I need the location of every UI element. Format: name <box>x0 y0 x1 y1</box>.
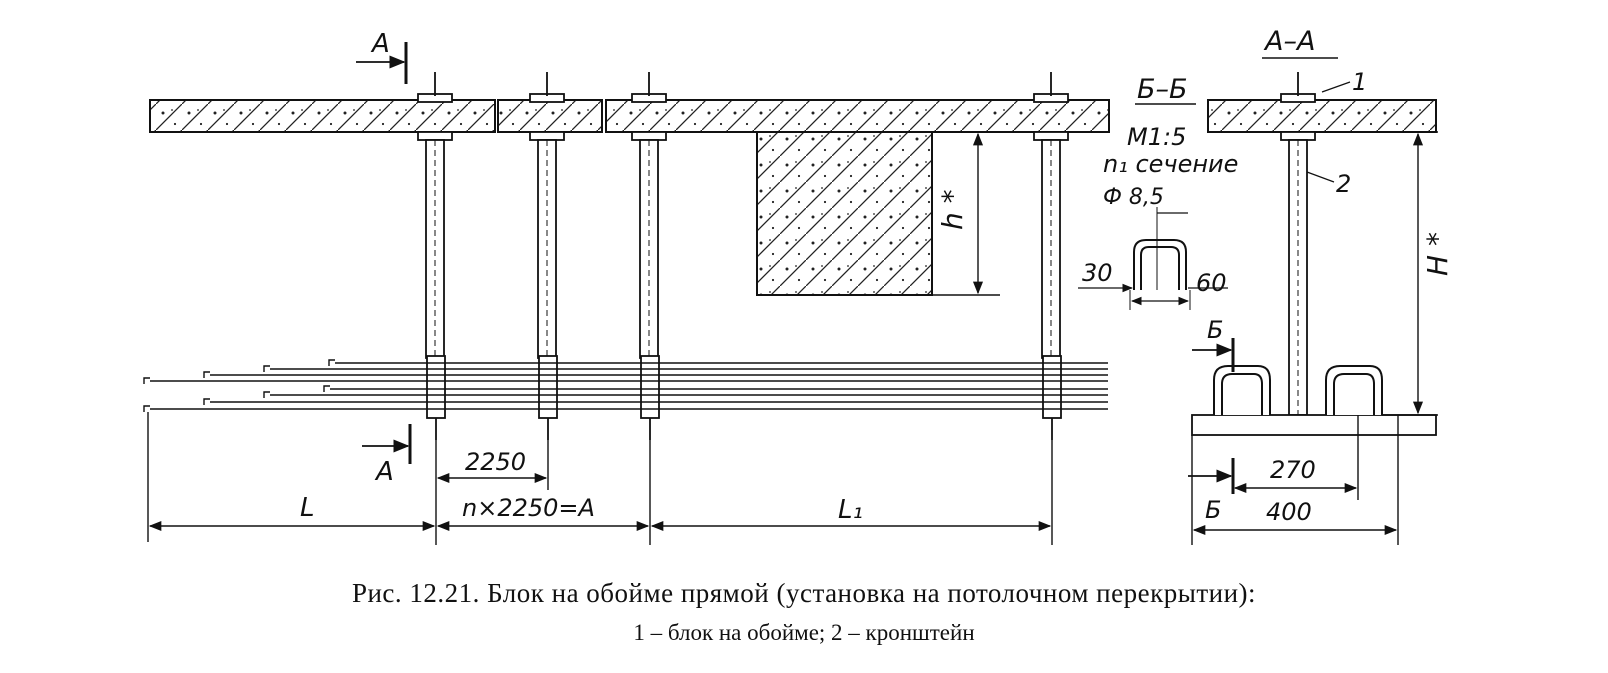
figure-caption-title: Рис. 12.21. Блок на обойме прямой (устан… <box>351 578 1257 608</box>
dimension-400-label: 400 <box>1266 498 1312 526</box>
dimension-2250-label: 2250 <box>465 448 526 476</box>
base-plate <box>1191 414 1437 436</box>
concrete-beam <box>756 131 933 296</box>
dimension-30-label: 30 <box>1082 259 1113 287</box>
dimension-270-400 <box>1191 415 1399 545</box>
dimension-L1-label: L₁ <box>838 495 863 525</box>
technical-drawing: А А h * Б–Б М1:5 n₁ сечение Ф 8,5 30 60 … <box>143 26 1454 545</box>
dimension-L-label: L <box>300 493 315 523</box>
section-aa-title: А–А <box>1263 26 1315 57</box>
channel-profile <box>1078 207 1228 310</box>
hanger-group <box>417 72 1069 440</box>
section-n1-label: n₁ сечение <box>1103 150 1238 178</box>
ceiling-slab-section <box>1207 99 1437 133</box>
ceiling-slab <box>149 99 1110 133</box>
dimension-60-label: 60 <box>1196 269 1227 297</box>
section-bb-title: Б–Б <box>1137 74 1188 105</box>
clamp-block-right <box>1325 365 1383 415</box>
callout-2: 2 <box>1336 170 1351 198</box>
cable-bundle <box>143 359 1108 412</box>
section-marker-b <box>1188 338 1235 494</box>
dimension-h-label: h * <box>936 189 969 230</box>
dimension-h <box>932 131 1000 296</box>
dimension-H-label: H * <box>1421 232 1454 276</box>
diameter-label: Ф 8,5 <box>1103 185 1164 210</box>
clamp-block-left <box>1213 365 1271 415</box>
section-a-label-top: А <box>370 29 390 59</box>
callout-1: 1 <box>1352 68 1367 96</box>
section-marker-a-top <box>356 42 408 84</box>
section-a-label-bottom: А <box>374 457 394 487</box>
section-marker-a-bottom <box>362 424 412 464</box>
section-b-label-bottom: Б <box>1205 496 1221 524</box>
scale-label: М1:5 <box>1127 123 1186 151</box>
dimension-270-label: 270 <box>1270 456 1316 484</box>
dimension-nx2250-label: n×2250=А <box>462 494 595 522</box>
bottom-dimensions <box>147 412 1053 545</box>
figure-caption-legend: 1 – блок на обойме; 2 – кронштейн <box>633 620 975 645</box>
dimension-H <box>1315 131 1438 416</box>
section-b-label-top: Б <box>1207 316 1223 344</box>
